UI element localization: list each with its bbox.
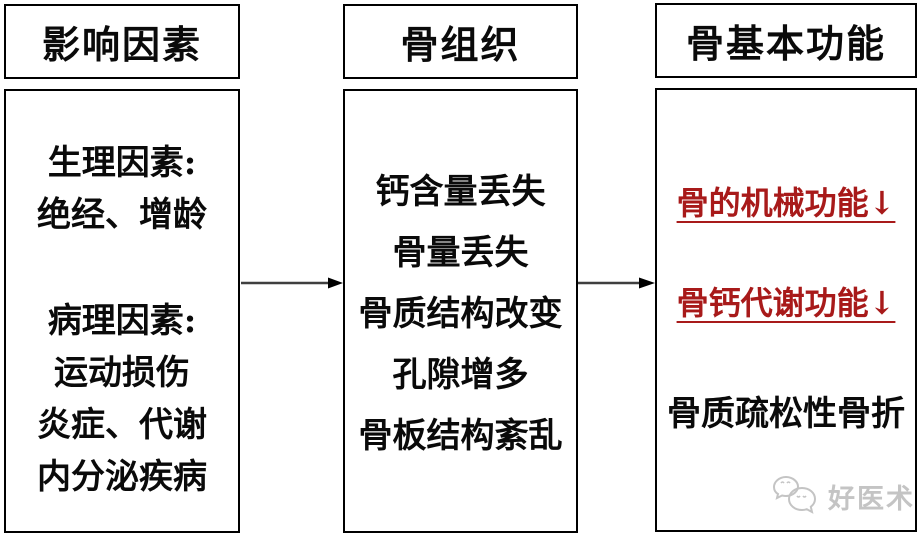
line-sports-injury: 运动损伤	[54, 353, 190, 393]
line-mechanical-function-decrease: 骨的机械功能↓	[676, 184, 896, 222]
line-calcium-loss: 钙含量丢失	[375, 172, 546, 212]
line-osteoporotic-fracture: 骨质疏松性骨折	[667, 394, 905, 434]
line-menopause-aging: 绝经、增龄	[37, 195, 207, 235]
arrow-tissue-to-function	[578, 277, 655, 289]
line-inflammation-metabolism: 炎症、代谢	[37, 405, 207, 445]
header-label-bone-functions: 骨基本功能	[685, 21, 886, 66]
speech-bubbles-icon	[772, 475, 817, 514]
line-endocrine-disease: 内分泌疾病	[37, 457, 207, 497]
header-label-bone-tissue: 骨组织	[400, 22, 521, 67]
line-physiological-factors: 生理因素:	[47, 143, 197, 183]
header-box-bone-tissue: 骨组织	[343, 4, 578, 79]
content-box-bone-tissue: 钙含量丢失 骨量丢失 骨质结构改变 孔隙增多 骨板结构紊乱	[343, 89, 578, 533]
header-label-influencing-factors: 影响因素	[41, 22, 202, 67]
content-box-bone-functions: 骨的机械功能↓ 骨钙代谢功能↓ 骨质疏松性骨折	[655, 88, 917, 532]
line-bone-plate-disorder: 骨板结构紊乱	[358, 416, 563, 456]
right-arrow-icon	[241, 277, 343, 289]
line-porosity-increase: 孔隙增多	[392, 355, 529, 395]
line-calcium-metabolism-decrease: 骨钙代谢功能↓	[676, 284, 896, 322]
line-pathological-factors: 病理因素:	[47, 301, 197, 341]
arrow-factors-to-tissue	[241, 277, 343, 289]
watermark: 好医术	[772, 474, 915, 518]
watermark-text: 好医术	[828, 483, 915, 515]
header-box-bone-functions: 骨基本功能	[655, 3, 917, 78]
line-bone-mass-loss: 骨量丢失	[392, 233, 529, 273]
right-arrow-icon	[578, 277, 655, 289]
content-box-influencing-factors: 生理因素: 绝经、增龄 病理因素: 运动损伤 炎症、代谢 内分泌疾病	[4, 89, 240, 533]
line-bone-structure-change: 骨质结构改变	[358, 294, 563, 334]
header-box-influencing-factors: 影响因素	[4, 4, 240, 79]
